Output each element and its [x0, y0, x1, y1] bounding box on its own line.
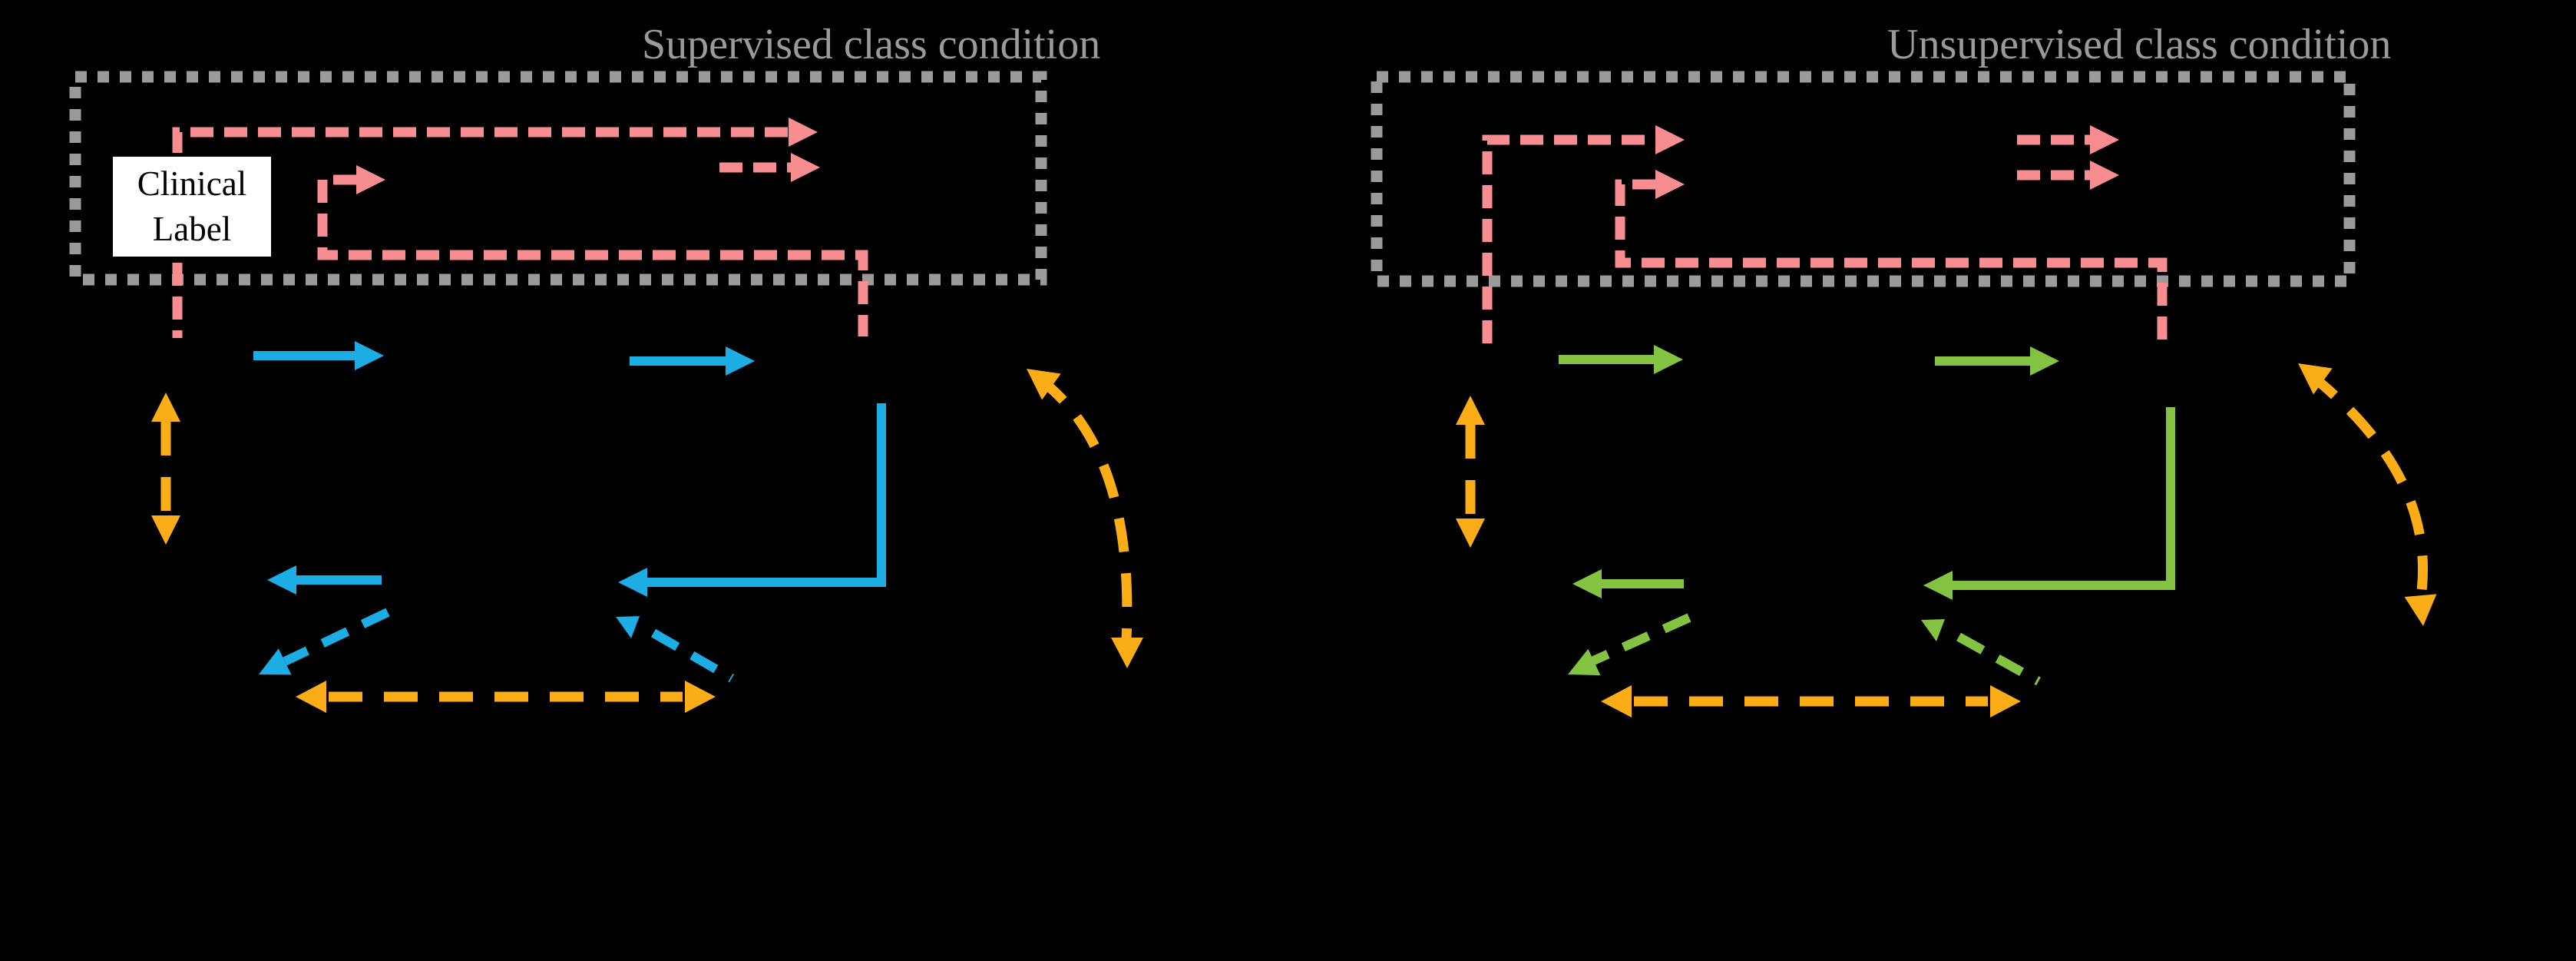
blue-dashed-diagonal-left — [259, 608, 390, 675]
pink-short-arrow-top-right — [719, 153, 820, 182]
blue-short-left-arrow — [267, 565, 382, 595]
unsupervised-panel-title: Unsupervised class condition — [1887, 21, 2392, 68]
green-forward-arrow-1 — [1559, 345, 1683, 374]
orange-horizontal-double-arrow-right-panel — [1601, 685, 2021, 717]
pink-label-to-top-long-arrow — [172, 118, 818, 153]
blue-forward-arrow-2 — [630, 346, 755, 376]
green-forward-arrow-2 — [1935, 346, 2059, 376]
pink-unsup-branch-and-bottom-line — [1615, 170, 2168, 343]
orange-vertical-double-arrow-left-panel — [151, 393, 180, 545]
blue-dashed-diagonal-right — [616, 616, 735, 683]
green-dashed-diagonal-left — [1568, 613, 1691, 676]
pink-branch-arrow-and-bottom-line — [317, 165, 868, 336]
supervised-panel-title: Supervised class condition — [642, 21, 1101, 68]
orange-curved-double-arrow-left-panel — [1027, 369, 1143, 668]
green-short-left-arrow — [1572, 569, 1684, 598]
blue-forward-arrow-1 — [253, 341, 384, 370]
blue-elbow-return-arrow — [618, 403, 886, 597]
clinical-label-text: Clinical Label — [137, 164, 247, 248]
orange-vertical-double-arrow-right-panel — [1456, 396, 1485, 548]
unsupervised-condition-dotted-box — [1371, 71, 2356, 287]
pink-unsup-vertical-to-top-arrow — [1482, 125, 1685, 343]
pink-unsup-short-arrow-lower — [2017, 161, 2119, 190]
orange-curved-double-arrow-right-panel — [2298, 363, 2437, 626]
clinical-label-box: Clinical Label — [109, 153, 275, 260]
supervised-condition-dotted-box — [69, 71, 1047, 286]
orange-horizontal-double-arrow-left-panel — [296, 681, 716, 713]
green-dashed-diagonal-right — [1921, 619, 2041, 686]
pink-unsup-short-arrow-upper — [2017, 125, 2119, 154]
green-elbow-return-arrow — [1923, 407, 2175, 600]
